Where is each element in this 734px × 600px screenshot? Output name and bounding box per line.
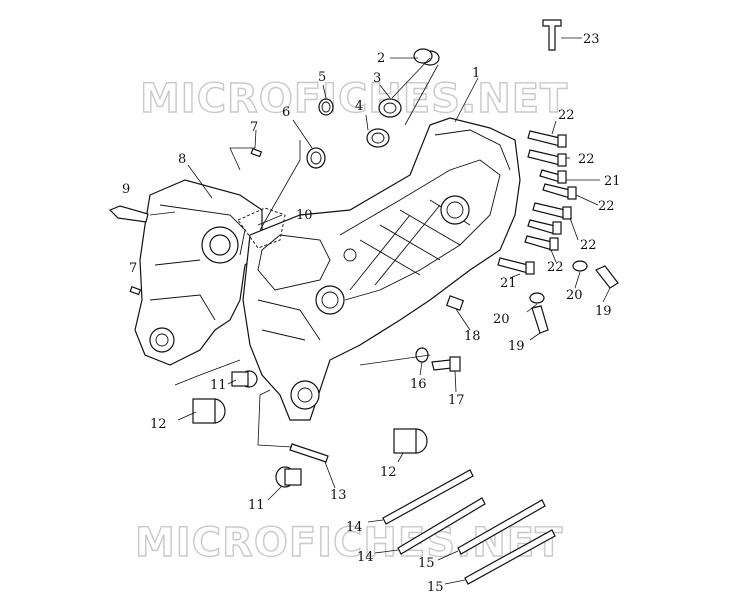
- callout-17: 17: [448, 393, 465, 408]
- callout-22-a: 22: [558, 108, 575, 123]
- callout-11-lower: 11: [248, 498, 265, 513]
- callout-23: 23: [583, 32, 600, 47]
- callout-2: 2: [377, 51, 385, 66]
- callout-20-a: 20: [566, 288, 583, 303]
- watermark-bottom: MICROFICHES.NET: [135, 520, 563, 566]
- callout-14-b: 14: [357, 550, 374, 565]
- callout-7-lower: 7: [129, 261, 137, 276]
- callout-13: 13: [330, 488, 347, 503]
- callout-18: 18: [464, 329, 481, 344]
- leader-lines: [174, 57, 611, 585]
- callout-12-left: 12: [150, 417, 167, 432]
- dowel-and-bolt-parts: [108, 147, 263, 296]
- callout-6: 6: [282, 105, 290, 120]
- callout-22-b: 22: [578, 152, 595, 167]
- callout-7-upper: 7: [250, 120, 258, 135]
- callout-11-upper: 11: [210, 378, 227, 393]
- callout-19-a: 19: [595, 304, 612, 319]
- callout-12-right: 12: [380, 465, 397, 480]
- callout-22-d: 22: [580, 238, 597, 253]
- callout-21-b: 21: [500, 276, 517, 291]
- callout-21-a: 21: [604, 174, 621, 189]
- callout-1: 1: [472, 66, 480, 81]
- callout-5: 5: [318, 70, 326, 85]
- callout-22-e: 22: [547, 260, 564, 275]
- stud-bolts: [382, 469, 556, 585]
- main-crankcase-half: [242, 117, 521, 421]
- callout-14-a: 14: [346, 520, 363, 535]
- callout-3: 3: [373, 71, 381, 86]
- callout-15-b: 15: [427, 580, 444, 595]
- bearing-parts: [306, 48, 440, 169]
- right-side-bolts: [497, 130, 619, 334]
- callout-labels: 23 2 1 3 5 4 6 7 8 9 10 7 22 22 21 22 22…: [122, 32, 621, 595]
- part-23-key-icon: [542, 19, 582, 51]
- callout-20-b: 20: [493, 312, 510, 327]
- callout-4: 4: [355, 99, 363, 114]
- callout-10: 10: [296, 208, 313, 223]
- callout-15-a: 15: [418, 556, 435, 571]
- callout-8: 8: [178, 152, 186, 167]
- lower-small-parts: [192, 295, 465, 488]
- callout-22-c: 22: [598, 199, 615, 214]
- callout-9: 9: [122, 182, 130, 197]
- callout-16: 16: [410, 377, 427, 392]
- gasket-outline: [237, 207, 286, 249]
- callout-19-b: 19: [508, 339, 525, 354]
- left-crankcase-half: [134, 179, 263, 366]
- watermark-top: MICROFICHES.NET: [140, 76, 568, 122]
